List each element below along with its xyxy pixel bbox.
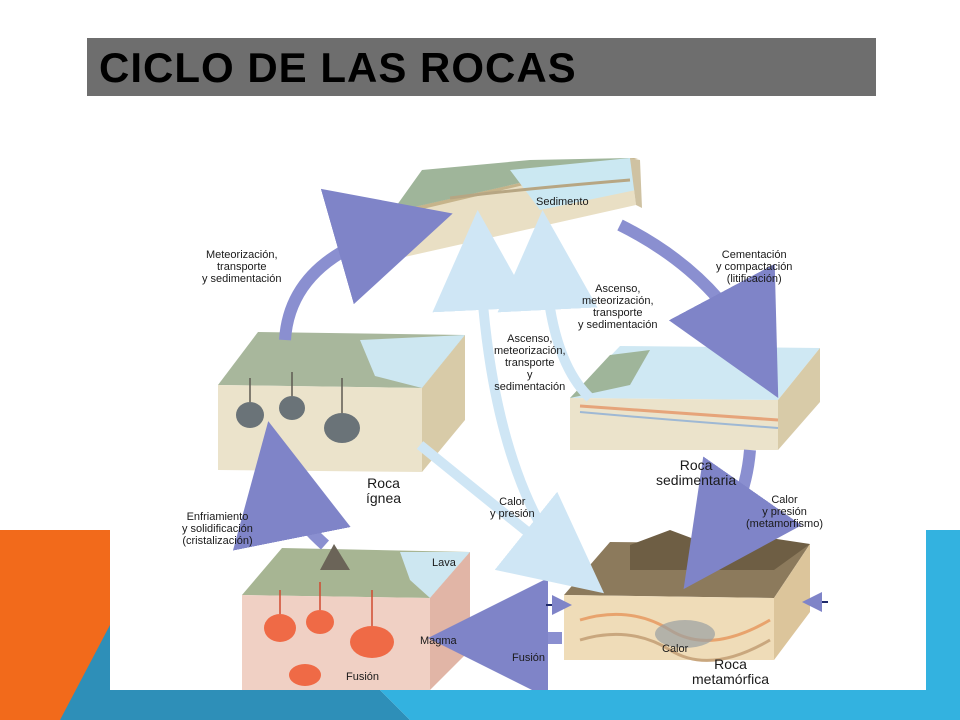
blue-bottom-shape [60, 625, 410, 720]
arrow-igneous-to-sediment [279, 188, 453, 341]
label-sediment: Sedimento [536, 196, 589, 208]
sedimentary-block [570, 346, 820, 450]
label-fusion-bottom: Fusión [346, 671, 380, 683]
blue-bottom-strip [380, 690, 926, 720]
arrow-sedimentary-to-sediment [497, 210, 598, 402]
arrow-sediment-to-sedimentary [617, 219, 779, 398]
label-fusion-arrow: Fusión [512, 652, 546, 664]
arrow-magma-to-igneous [232, 421, 351, 551]
label-heat: Calor [662, 643, 689, 655]
sediment-block [392, 158, 642, 262]
arrow-igneous-to-metamorphic [416, 441, 605, 594]
orange-corner-shape [0, 530, 110, 720]
slide-title: CICLO DE LAS ROCAS [99, 44, 577, 91]
label-magma: Magma [420, 635, 457, 647]
metamorphic-block [564, 530, 810, 662]
label-lava: Lava [432, 557, 456, 569]
blue-right-shape [926, 530, 960, 720]
rock-cycle-illustration [218, 158, 828, 690]
arrow-sedimentary-to-metamorphic [683, 449, 802, 590]
title-bar: CICLO DE LAS ROCAS [87, 38, 876, 96]
